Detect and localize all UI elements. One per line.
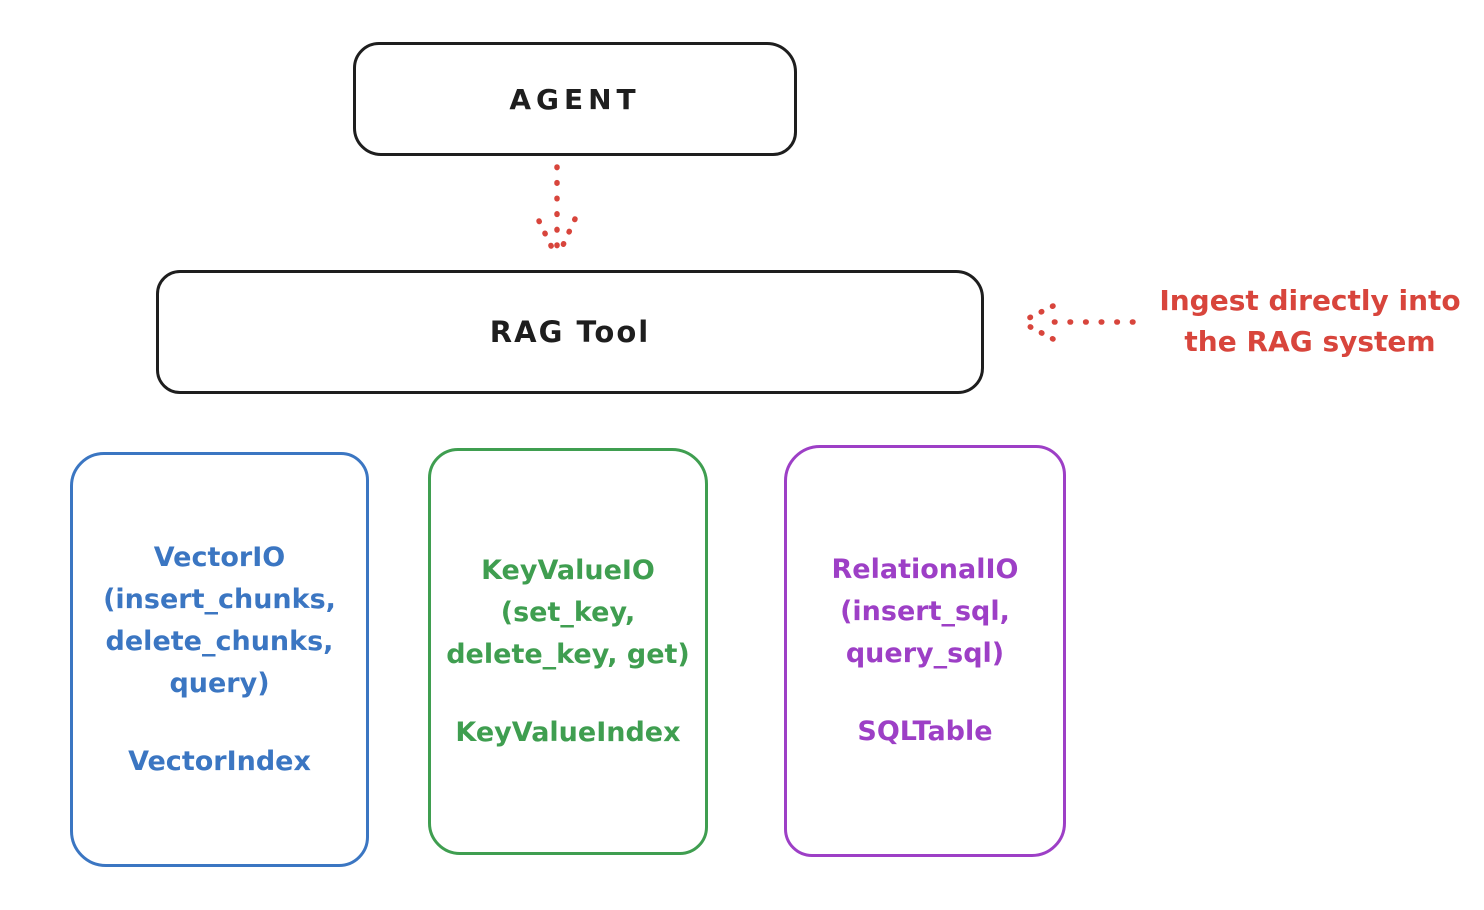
- keyvalue-index-label: KeyValueIndex: [455, 716, 681, 748]
- node-line: delete_key, get): [446, 638, 690, 670]
- agent-node: AGENT: [353, 42, 797, 156]
- keyvalue-io-text: KeyValueIO (set_key, delete_key, get) Ke…: [446, 550, 690, 754]
- node-line: VectorIO: [153, 541, 286, 573]
- relational-index-label: SQLTable: [857, 716, 993, 747]
- vector-io-text: VectorIO (insert_chunks, delete_chunks, …: [103, 537, 336, 783]
- node-line: (insert_chunks,: [103, 583, 336, 615]
- node-line: (insert_sql,: [840, 596, 1010, 627]
- ingest-annotation: Ingest directly into the RAG system: [1159, 284, 1461, 358]
- vector-io-node: VectorIO (insert_chunks, delete_chunks, …: [70, 452, 369, 867]
- vector-index-label: VectorIndex: [128, 745, 311, 777]
- node-line: query): [169, 667, 270, 699]
- node-line: RelationalIO: [831, 554, 1019, 585]
- rag-tool-node: RAG Tool: [156, 270, 984, 394]
- rag-tool-label: RAG Tool: [489, 315, 651, 349]
- keyvalue-io-node: KeyValueIO (set_key, delete_key, get) Ke…: [428, 448, 708, 855]
- dotted-arrow-left-icon: [1020, 303, 1136, 342]
- relational-io-text: RelationalIO (insert_sql, query_sql) SQL…: [832, 549, 1019, 753]
- node-line: delete_chunks,: [105, 625, 334, 657]
- node-line: query_sql): [845, 638, 1005, 669]
- node-line: (set_key,: [500, 596, 636, 628]
- agent-label: AGENT: [509, 82, 641, 116]
- relational-io-node: RelationalIO (insert_sql, query_sql) SQL…: [784, 445, 1066, 857]
- dotted-arrow-down-icon: [536, 164, 578, 259]
- node-line: KeyValueIO: [481, 554, 655, 586]
